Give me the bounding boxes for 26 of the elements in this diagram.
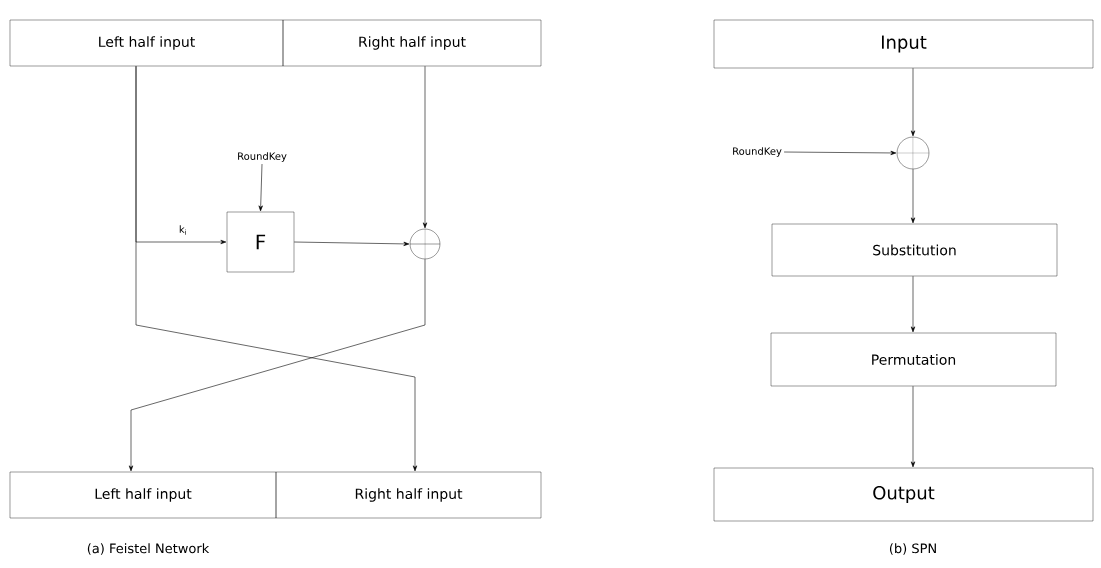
arrow xyxy=(258,163,263,212)
arrow xyxy=(910,275,916,333)
arrow xyxy=(910,168,916,224)
xor-symbol xyxy=(896,136,930,170)
process-box: Left half input xyxy=(9,471,277,519)
process-box: Input xyxy=(713,19,1094,69)
arrow xyxy=(135,65,418,472)
process-box: Left half input xyxy=(9,19,284,67)
arrow xyxy=(293,241,410,247)
arrow xyxy=(910,67,916,137)
input-label: RoundKey xyxy=(238,152,287,162)
process-box: Right half input xyxy=(282,19,542,67)
process-box: Output xyxy=(713,467,1094,522)
arrow xyxy=(128,258,426,472)
function-box: F xyxy=(226,211,295,273)
process-box: Substitution xyxy=(771,223,1058,277)
input-label: RoundKey xyxy=(733,147,782,157)
process-box: Permutation xyxy=(770,332,1057,387)
process-box: Right half input xyxy=(275,471,542,519)
caption: (b) SPN xyxy=(889,543,936,555)
edge-label: k$_{i}$ xyxy=(177,224,189,236)
arrow xyxy=(422,65,428,229)
arrow xyxy=(910,385,916,468)
arrow xyxy=(783,150,897,156)
caption: (a) Feistel Network xyxy=(87,543,210,555)
xor-symbol xyxy=(409,228,441,260)
